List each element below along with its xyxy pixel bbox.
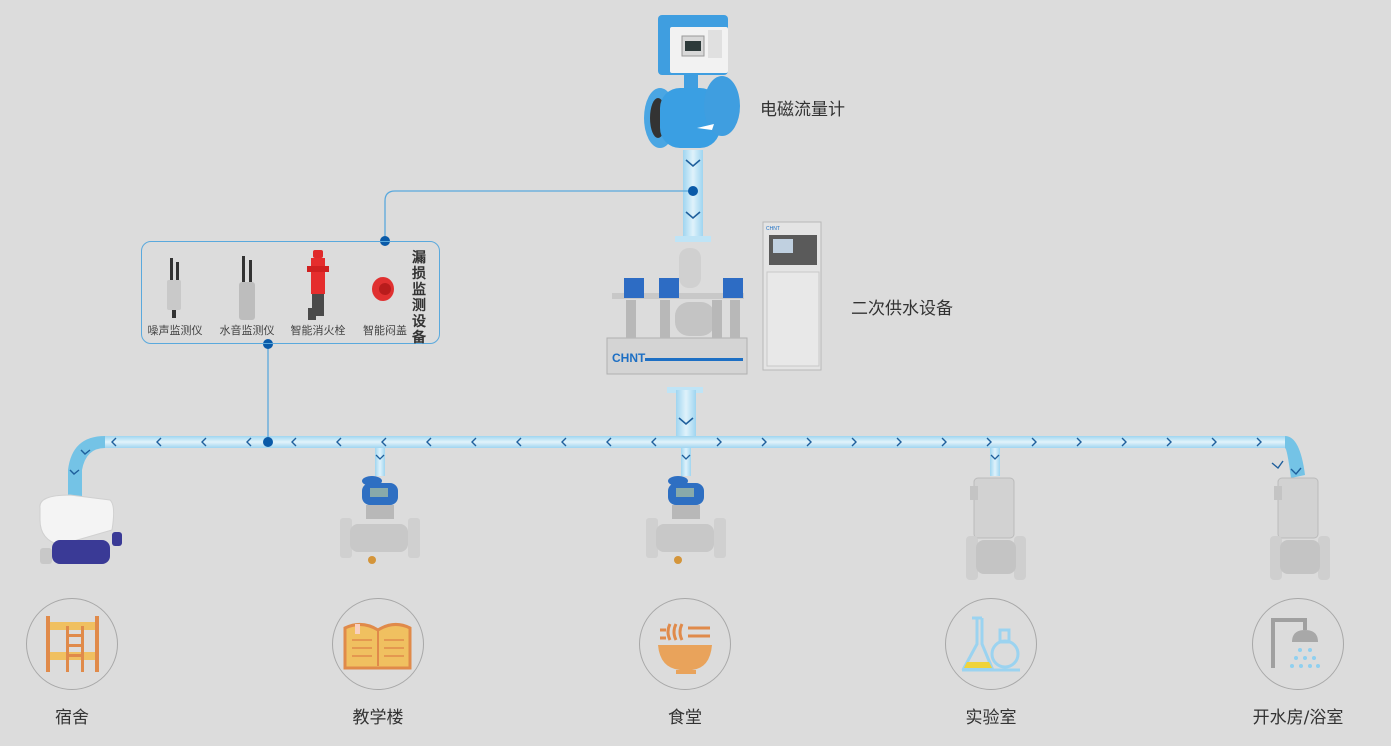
smart-flow-meter-icon xyxy=(340,476,420,564)
flow-arrow-left xyxy=(651,437,657,447)
flow-arrow-right xyxy=(1121,437,1127,447)
leak-item-label: 智能消火栓 xyxy=(290,324,346,337)
destination-label: 宿舍 xyxy=(55,708,89,728)
branch-pipe xyxy=(375,448,385,476)
destination-circle-water-room-bathroom xyxy=(1252,598,1344,690)
pipe-flange xyxy=(675,236,711,242)
leak-monitoring-panel xyxy=(141,241,440,344)
branch-pipe xyxy=(681,448,691,476)
flow-arrow-right xyxy=(806,437,812,447)
leak-item-label: 噪声监测仪 xyxy=(147,324,203,337)
smart-blind-cap-icon xyxy=(372,277,394,301)
flow-arrow-left xyxy=(111,437,117,447)
secondary-water-supply-equipment-icon: CHNT CHNT xyxy=(606,221,822,375)
flow-arrow-left xyxy=(291,437,297,447)
flow-arrow-down xyxy=(990,454,1000,460)
flow-arrow-right xyxy=(986,437,992,447)
smart-fire-hydrant-icon xyxy=(307,250,329,320)
flow-arrow-right xyxy=(1256,437,1262,447)
connector-dot xyxy=(688,186,698,196)
flow-arrow-left xyxy=(516,437,522,447)
flow-arrow-down xyxy=(685,159,701,168)
main-pipe-lower xyxy=(676,390,696,440)
destination-label: 教学楼 xyxy=(352,708,404,728)
svg-text:CHNT: CHNT xyxy=(612,351,646,365)
flow-arrow-down xyxy=(1290,467,1302,476)
flow-arrow-right xyxy=(716,437,722,447)
distribution-pipe xyxy=(105,436,1285,448)
flow-arrow-right xyxy=(896,437,902,447)
flowmeter-label: 电磁流量计 xyxy=(760,100,845,120)
branch-pipe xyxy=(990,448,1000,476)
flow-arrow-left xyxy=(246,437,252,447)
flow-arrow-down xyxy=(678,417,694,426)
svg-text:CHNT: CHNT xyxy=(766,226,780,232)
destination-label: 开水房/浴室 xyxy=(1252,708,1344,728)
distribution-pipe-right-bend xyxy=(1285,436,1305,478)
flow-arrow-right xyxy=(1031,437,1037,447)
noise-monitor-icon xyxy=(167,258,181,318)
flow-arrow-down xyxy=(375,454,385,460)
connector-dot xyxy=(263,437,273,447)
connector-dot xyxy=(263,339,273,349)
flow-arrow-right xyxy=(851,437,857,447)
flow-arrow-right xyxy=(1166,437,1172,447)
destination-label: 实验室 xyxy=(965,708,1017,728)
flow-arrow-down xyxy=(685,211,701,220)
destination-circle-teaching-building xyxy=(332,598,424,690)
distribution-pipe-left-bend xyxy=(68,436,105,500)
destination-circle-laboratory xyxy=(945,598,1037,690)
flow-arrow-right xyxy=(761,437,767,447)
flow-arrow-left xyxy=(156,437,162,447)
flow-arrow-down xyxy=(681,454,691,460)
leak-item-label: 智能闷盖 xyxy=(363,324,407,337)
flow-arrow-left xyxy=(381,437,387,447)
flow-arrow-left xyxy=(561,437,567,447)
flow-arrow-right xyxy=(1211,437,1217,447)
flow-arrow-down xyxy=(1271,460,1284,470)
flow-arrow-left xyxy=(201,437,207,447)
secondary-supply-label: 二次供水设备 xyxy=(851,299,953,319)
leak-item-label: 水音监测仪 xyxy=(219,324,275,337)
flow-arrow-left xyxy=(471,437,477,447)
flow-arrow-right xyxy=(1076,437,1082,447)
flow-arrow-left xyxy=(606,437,612,447)
water-sound-monitor-icon xyxy=(239,256,255,320)
flow-arrow-left xyxy=(336,437,342,447)
flow-arrow-down xyxy=(80,449,91,455)
flow-arrow-left xyxy=(426,437,432,447)
destination-circle-dormitory xyxy=(26,598,118,690)
electromagnetic-flowmeter-icon xyxy=(644,15,740,148)
flow-arrow-down xyxy=(69,469,80,475)
smart-flow-meter-icon xyxy=(646,476,726,564)
leak-connector-line xyxy=(384,190,693,241)
smart-valve-meter-icon xyxy=(1270,477,1330,580)
leak-monitoring-title: 漏损监测设备 xyxy=(412,250,426,346)
smart-valve-meter-icon xyxy=(966,477,1026,580)
household-water-meter-icon xyxy=(39,494,122,564)
flow-arrow-right xyxy=(941,437,947,447)
destination-label: 食堂 xyxy=(668,708,702,728)
destination-circle-canteen xyxy=(639,598,731,690)
